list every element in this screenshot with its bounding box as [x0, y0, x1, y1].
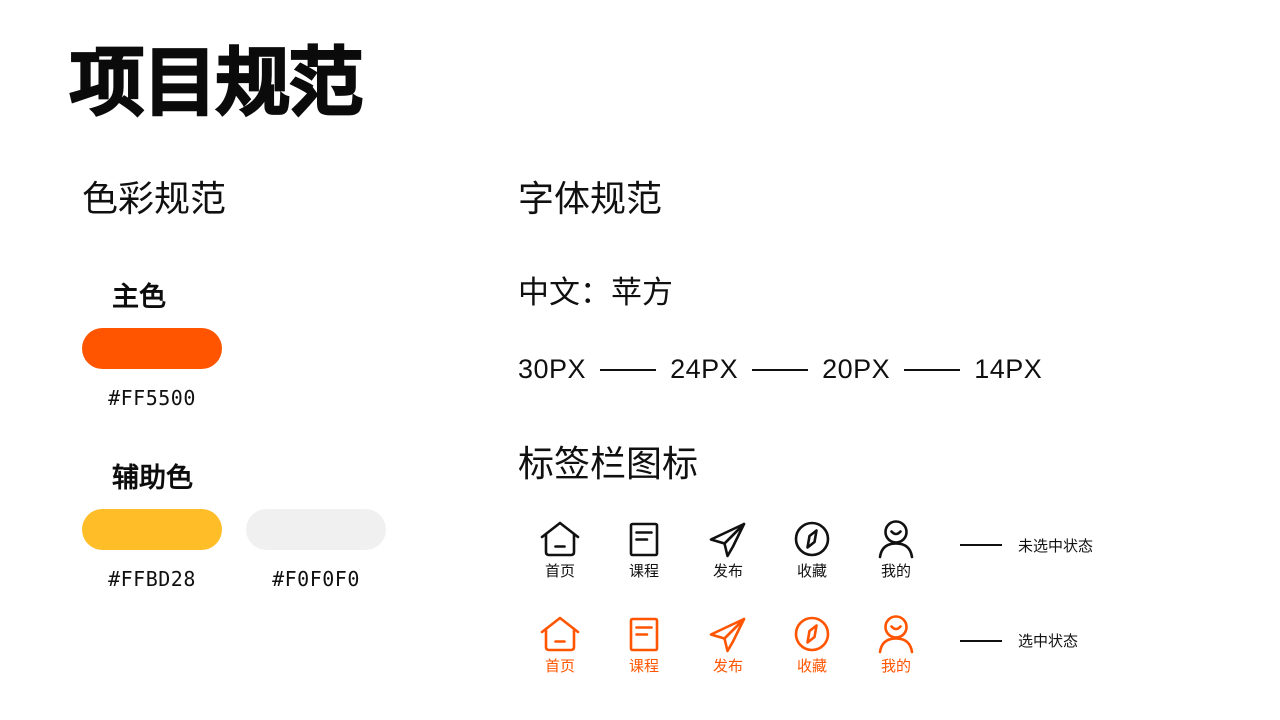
tab-item-course-unselected[interactable]: 课程 — [602, 519, 686, 581]
compass-icon — [794, 521, 830, 557]
font-size-14: 14PX — [974, 354, 1043, 385]
tab-item-publish-selected[interactable]: 发布 — [686, 614, 770, 676]
tab-label-home: 首页 — [544, 658, 575, 676]
tabbar-row-selected: 首页 课程 发布 — [518, 614, 1218, 676]
tab-label-publish: 发布 — [712, 562, 743, 580]
tabbar-row-unselected: 首页 课程 发布 — [518, 519, 1218, 581]
font-size-24: 24PX — [670, 354, 739, 385]
tab-label-course: 课程 — [628, 562, 659, 580]
tab-item-favorites-unselected[interactable]: 收藏 — [770, 519, 854, 581]
state-note-selected: 选中状态 — [960, 614, 1078, 651]
tab-label-mine: 我的 — [880, 562, 911, 580]
secondary-swatch-row: #FFBD28 #F0F0F0 — [82, 509, 462, 591]
secondary-color-group: 辅助色 #FFBD28 #F0F0F0 — [82, 456, 462, 591]
document-icon — [629, 522, 659, 557]
tab-item-mine-selected[interactable]: 我的 — [854, 614, 938, 676]
page-title: 项目规范 — [69, 41, 364, 124]
tab-label-home: 首页 — [544, 562, 575, 580]
tabbar-spec-heading: 标签栏图标 — [518, 443, 699, 485]
state-note-unselected: 未选中状态 — [960, 519, 1093, 556]
home-icon — [540, 521, 580, 557]
tab-item-course-selected[interactable]: 课程 — [602, 614, 686, 676]
person-icon — [878, 615, 914, 654]
tab-label-mine: 我的 — [880, 658, 911, 676]
tabbar-icon-block: 首页 课程 发布 — [518, 519, 1218, 676]
home-icon — [540, 616, 580, 652]
color-spec-heading: 色彩规范 — [82, 178, 227, 219]
tab-label-publish: 发布 — [712, 658, 743, 676]
paper-plane-icon — [709, 522, 746, 558]
primary-swatch-row: #FF5500 — [82, 328, 462, 410]
font-size-scale: 30PX 24PX 20PX 14PX — [518, 354, 1218, 385]
tab-item-mine-unselected[interactable]: 我的 — [854, 519, 938, 581]
tab-label-favorites: 收藏 — [796, 562, 827, 580]
tab-label-course: 课程 — [628, 658, 659, 676]
primary-color-label: 主色 — [112, 282, 166, 313]
color-hex-accent: #FFBD28 — [108, 567, 196, 592]
state-label-selected: 选中状态 — [1018, 633, 1079, 651]
scale-dash-icon — [752, 368, 809, 371]
tab-item-favorites-selected[interactable]: 收藏 — [770, 614, 854, 676]
tab-item-home-unselected[interactable]: 首页 — [518, 519, 602, 581]
color-hex-primary: #FF5500 — [108, 386, 196, 411]
tab-item-home-selected[interactable]: 首页 — [518, 614, 602, 676]
tab-item-publish-unselected[interactable]: 发布 — [686, 519, 770, 581]
state-label-unselected: 未选中状态 — [1018, 537, 1094, 555]
font-spec-heading: 字体规范 — [518, 178, 663, 219]
color-hex-neutral: #F0F0F0 — [272, 567, 360, 592]
tab-label-favorites: 收藏 — [796, 658, 827, 676]
compass-icon — [794, 616, 830, 652]
swatch-cell-neutral: #F0F0F0 — [246, 509, 386, 591]
swatch-cell-primary: #FF5500 — [82, 328, 222, 410]
font-size-30: 30PX — [518, 354, 587, 385]
paper-plane-icon — [709, 617, 746, 653]
chinese-font-line: 中文：苹方 — [518, 275, 673, 311]
scale-dash-icon — [904, 368, 961, 371]
person-icon — [878, 519, 914, 559]
state-dash-icon — [960, 639, 1002, 642]
font-spec-column: 字体规范 中文：苹方 30PX 24PX 20PX 14PX 标签栏图标 首页 — [518, 178, 1218, 676]
state-dash-icon — [960, 544, 1002, 547]
swatch-cell-accent: #FFBD28 — [82, 509, 222, 591]
secondary-color-label: 辅助色 — [112, 463, 193, 494]
color-swatch-neutral-gray[interactable] — [246, 509, 386, 551]
color-swatch-accent-yellow[interactable] — [82, 509, 222, 551]
primary-color-group: 主色 #FF5500 — [82, 275, 462, 410]
color-spec-column: 色彩规范 主色 #FF5500 辅助色 #FFBD28 #F0F0F0 — [82, 178, 462, 591]
document-icon — [629, 617, 659, 652]
font-size-20: 20PX — [822, 354, 891, 385]
color-swatch-primary-orange[interactable] — [82, 328, 222, 370]
scale-dash-icon — [600, 368, 657, 371]
